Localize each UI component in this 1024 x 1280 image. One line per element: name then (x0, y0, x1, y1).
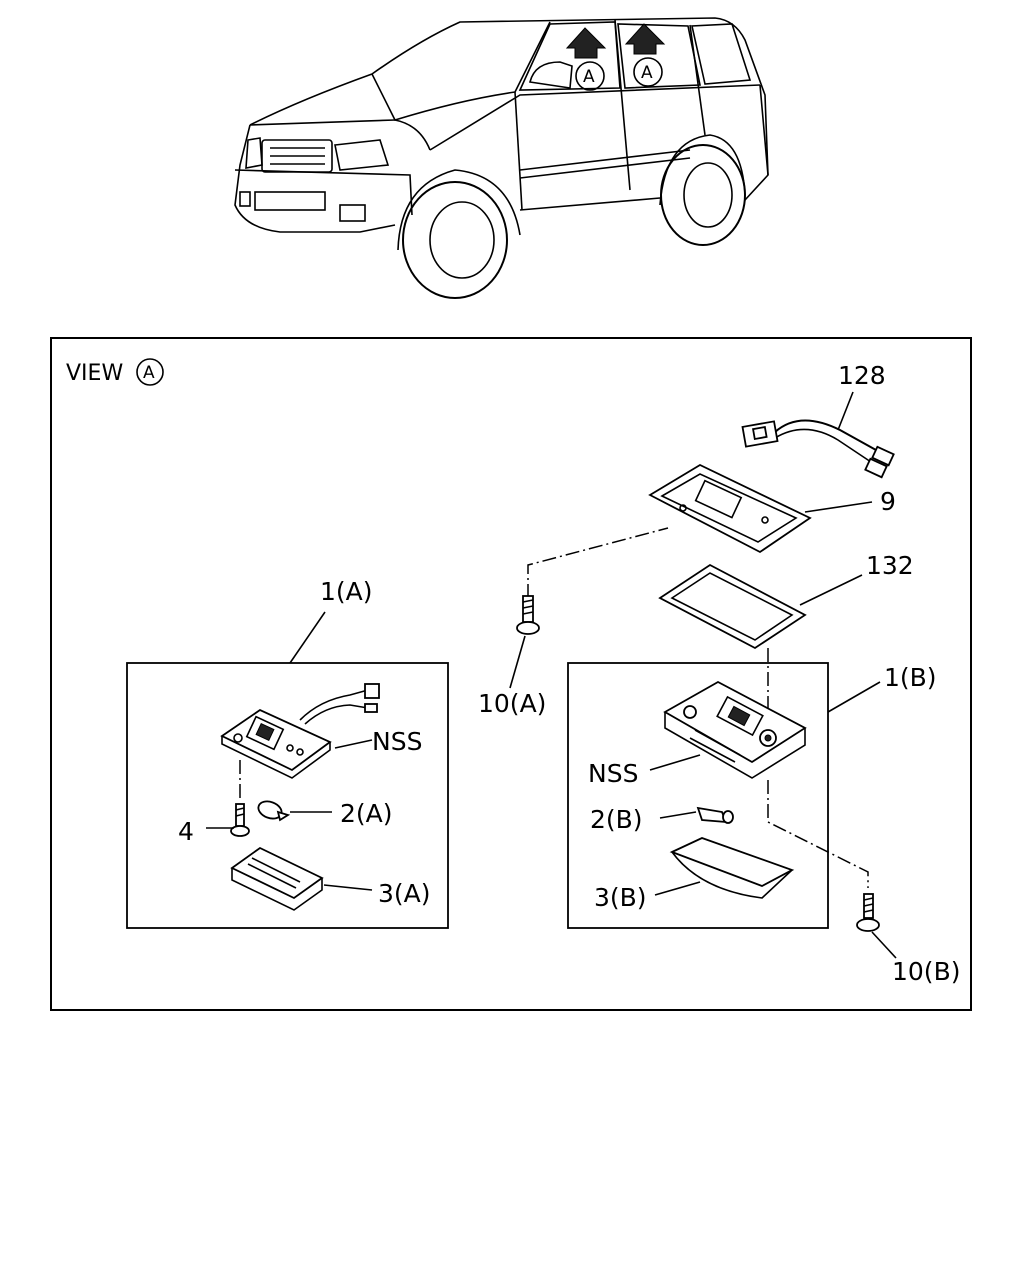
label-1b: 1(B) (884, 663, 937, 692)
view-circle-label: A (143, 363, 155, 383)
label-9: 9 (880, 487, 896, 516)
label-10a: 10(A) (478, 689, 546, 718)
label-132: 132 (866, 551, 914, 580)
lens-3a (230, 846, 373, 911)
subframe-1b (567, 662, 829, 929)
label-nss-left: NSS (372, 727, 422, 756)
screw-10a (509, 527, 669, 689)
label-3a: 3(A) (378, 879, 431, 908)
bulb-2b (659, 806, 734, 824)
label-4: 4 (178, 817, 194, 846)
label-2a: 2(A) (340, 799, 393, 828)
lamp-assembly-a (220, 683, 380, 779)
screw-10b (767, 780, 897, 959)
bracket-9 (648, 463, 873, 554)
screw-4 (206, 760, 250, 837)
label-2b: 2(B) (590, 805, 643, 834)
harness-128 (741, 391, 895, 479)
label-3b: 3(B) (594, 883, 647, 912)
label-1a: 1(A) (320, 577, 373, 606)
car-marker-a1: A (583, 67, 595, 87)
label-nss-right: NSS (588, 759, 638, 788)
gasket-132 (658, 563, 863, 650)
view-label: VIEW (66, 361, 123, 386)
lens-3b (654, 837, 795, 899)
label-128: 128 (838, 361, 886, 390)
subframe-1a (126, 662, 449, 929)
view-frame (50, 337, 972, 1011)
label-10b: 10(B) (892, 957, 960, 986)
bulb-2a (257, 800, 332, 822)
vehicle-illustration: A A (234, 17, 769, 299)
lamp-assembly-b (649, 648, 807, 779)
car-marker-a2: A (641, 63, 653, 83)
